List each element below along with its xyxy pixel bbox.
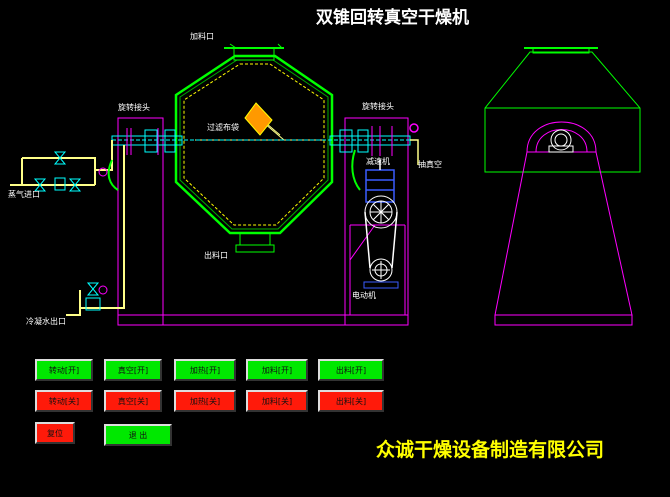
condensate-piping bbox=[66, 145, 125, 316]
discharge-on-button[interactable]: 出料[开] bbox=[318, 359, 384, 381]
label-condensate-outlet: 冷凝水出口 bbox=[26, 317, 66, 326]
heat-on-button[interactable]: 加热[开] bbox=[174, 359, 236, 381]
steam-piping bbox=[10, 140, 113, 186]
rotary-joint-right-flanges bbox=[371, 126, 393, 156]
label-vacuum-extraction: 抽真空 bbox=[418, 160, 442, 169]
condensate-trap bbox=[85, 282, 108, 311]
heat-off-button[interactable]: 加热[关] bbox=[174, 390, 236, 412]
label-steam-inlet: 蒸气进口 bbox=[8, 190, 40, 199]
vacuum-on-button[interactable]: 真空[开] bbox=[104, 359, 162, 381]
page-title: 双锥回转真空干燥机 bbox=[316, 8, 469, 28]
rotate-on-button[interactable]: 转动[开] bbox=[35, 359, 93, 381]
motor bbox=[363, 258, 399, 289]
reset-button[interactable]: 复位 bbox=[35, 422, 75, 444]
exit-button[interactable]: 退 出 bbox=[104, 424, 172, 446]
steam-valves bbox=[33, 151, 108, 192]
feed-on-button[interactable]: 加料[开] bbox=[246, 359, 308, 381]
vacuum-line bbox=[409, 123, 419, 165]
filter-bag bbox=[244, 102, 273, 136]
drive-wheel bbox=[364, 195, 398, 229]
rotate-off-button[interactable]: 转动[关] bbox=[35, 390, 93, 412]
label-discharge-port: 出料口 bbox=[204, 251, 228, 260]
rotary-joint-left-flanges bbox=[126, 128, 159, 155]
label-rotary-joint-left: 旋转接头 bbox=[118, 103, 150, 112]
drive-chain bbox=[364, 211, 398, 269]
main-shaft bbox=[111, 129, 411, 153]
flexible-hose bbox=[107, 149, 361, 191]
label-motor: 电动机 bbox=[352, 291, 376, 300]
right-support-frame bbox=[344, 117, 409, 326]
company-name: 众诚干燥设备制造有限公司 bbox=[376, 439, 605, 461]
label-feed-port: 加料口 bbox=[190, 32, 214, 41]
label-reducer: 减速机 bbox=[366, 157, 390, 166]
double-cone-vessel bbox=[174, 43, 334, 253]
label-rotary-joint-right: 旋转接头 bbox=[362, 102, 394, 111]
vacuum-off-button[interactable]: 真空[关] bbox=[104, 390, 162, 412]
label-filter-bag: 过滤布袋 bbox=[207, 123, 239, 132]
side-view bbox=[484, 47, 641, 326]
feed-off-button[interactable]: 加料[关] bbox=[246, 390, 308, 412]
discharge-off-button[interactable]: 出料[关] bbox=[318, 390, 384, 412]
reducer bbox=[365, 160, 395, 203]
